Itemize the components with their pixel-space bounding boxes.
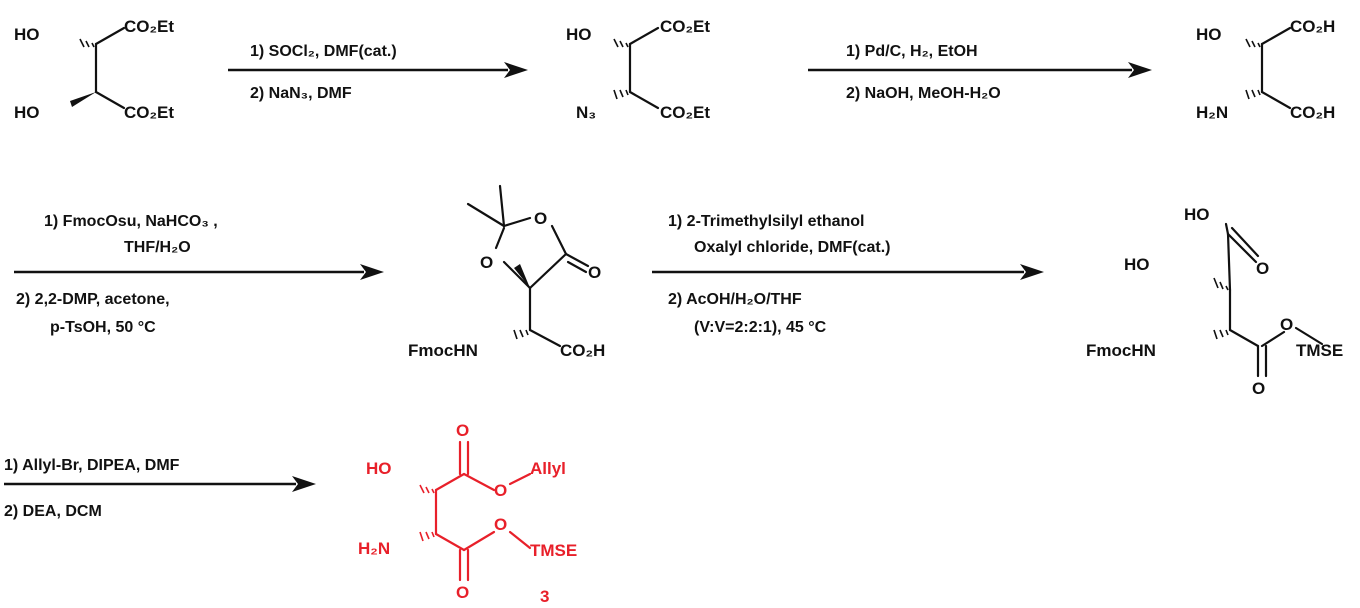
amine-label: FmocHN — [408, 341, 478, 360]
ester-label: CO₂Et — [124, 17, 174, 36]
compound-amino-diacid: HO CO₂H H₂N CO₂H — [1196, 17, 1335, 122]
reagent-text: 1) 2-Trimethylsilyl ethanol — [668, 213, 865, 230]
acid-oh-label: HO — [1184, 205, 1210, 224]
ring-oxygen-label: O — [480, 253, 493, 272]
acid-label: CO₂H — [1290, 103, 1335, 122]
oh-label: HO — [14, 103, 40, 122]
reagent-text: (V:V=2:2:1), 45 °C — [694, 319, 827, 336]
reagent-text: 2) NaN₃, DMF — [250, 85, 352, 102]
reagent-text: 1) Pd/C, H₂, EtOH — [846, 43, 978, 60]
reagent-text: 1) Allyl-Br, DIPEA, DMF — [4, 457, 180, 474]
acid-label: CO₂H — [560, 341, 605, 360]
oh-label: HO — [1124, 255, 1150, 274]
reagent-text: p-TsOH, 50 °C — [50, 319, 156, 336]
oh-label: HO — [566, 25, 592, 44]
ester-oxygen-label: O — [494, 481, 507, 500]
reagent-text: 2) AcOH/H₂O/THF — [668, 291, 802, 308]
amine-label: H₂N — [358, 539, 390, 558]
amine-label: H₂N — [1196, 103, 1228, 122]
product-compound-3: O HO O Allyl H₂N O TMSE O 3 — [358, 421, 577, 606]
tmse-label: TMSE — [1296, 341, 1343, 360]
compound-dioxolanone-acid: O O O FmocHN CO₂H — [408, 184, 605, 360]
ester-oxygen-label: O — [494, 515, 507, 534]
carbonyl-oxygen-label: O — [588, 263, 601, 282]
amine-label: FmocHN — [1086, 341, 1156, 360]
reagent-text: Oxalyl chloride, DMF(cat.) — [694, 239, 890, 256]
oh-label: HO — [1196, 25, 1222, 44]
reaction-arrow-step-4: 1) 2-Trimethylsilyl ethanol Oxalyl chlor… — [652, 213, 1044, 336]
compound-number: 3 — [540, 587, 549, 606]
reagent-text: 2) 2,2-DMP, acetone, — [16, 291, 170, 308]
reagent-text: 1) FmocOsu, NaHCO₃ , — [44, 213, 218, 230]
reagent-text: 2) DEA, DCM — [4, 503, 102, 520]
reaction-arrow-step-5: 1) Allyl-Br, DIPEA, DMF 2) DEA, DCM — [4, 457, 316, 520]
carbonyl-oxygen-label: O — [1252, 379, 1265, 398]
carbonyl-oxygen-label: O — [456, 421, 469, 440]
tmse-label: TMSE — [530, 541, 577, 560]
ester-label: CO₂Et — [660, 103, 710, 122]
ester-oxygen-label: O — [1280, 315, 1293, 334]
carbonyl-oxygen-label: O — [456, 583, 469, 602]
ring-oxygen-label: O — [534, 209, 547, 228]
reaction-arrow-step-1: 1) SOCl₂, DMF(cat.) 2) NaN₃, DMF — [228, 43, 528, 102]
allyl-label: Allyl — [530, 459, 566, 478]
reaction-arrow-step-3: 1) FmocOsu, NaHCO₃ , THF/H₂O 2) 2,2-DMP,… — [14, 213, 384, 336]
reagent-text: 1) SOCl₂, DMF(cat.) — [250, 43, 397, 60]
compound-diethyl-tartrate: HO CO₂Et HO CO₂Et — [14, 17, 174, 122]
compound-azido-diester: HO CO₂Et N₃ CO₂Et — [566, 17, 710, 122]
ester-label: CO₂Et — [660, 17, 710, 36]
oh-label: HO — [366, 459, 392, 478]
carbonyl-oxygen-label: O — [1256, 259, 1269, 278]
reaction-arrow-step-2: 1) Pd/C, H₂, EtOH 2) NaOH, MeOH-H₂O — [808, 43, 1152, 102]
oh-label: HO — [14, 25, 40, 44]
acid-label: CO₂H — [1290, 17, 1335, 36]
compound-tmse-ester-acid: HO O HO FmocHN O TMSE O — [1086, 205, 1343, 398]
azide-label: N₃ — [576, 103, 596, 122]
ester-label: CO₂Et — [124, 103, 174, 122]
reagent-text: 2) NaOH, MeOH-H₂O — [846, 85, 1001, 102]
reagent-text: THF/H₂O — [124, 239, 191, 256]
